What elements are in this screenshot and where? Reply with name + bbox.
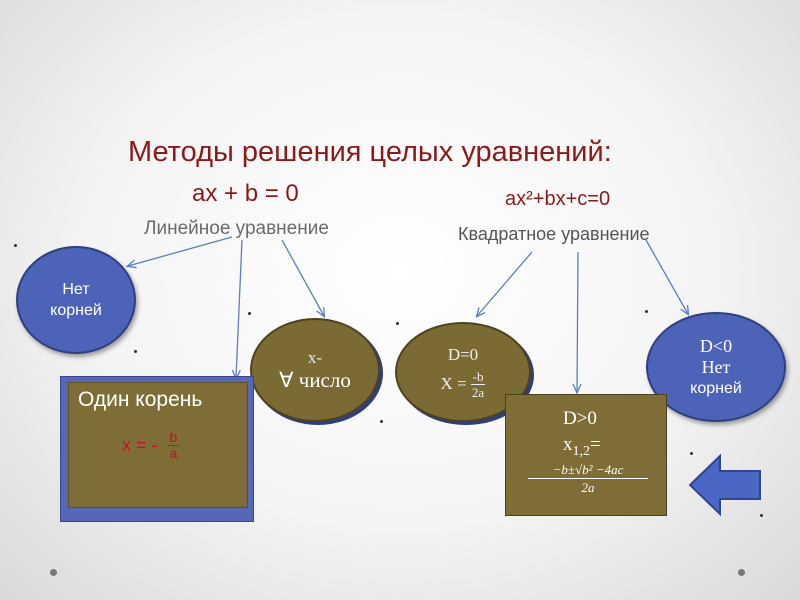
d-zero-numerator: -b (470, 368, 486, 385)
d-negative-line3: корней (690, 379, 742, 397)
corner-dot-left (50, 569, 57, 576)
d-zero-denominator: 2a (471, 384, 485, 400)
any-number-ellipse: x- ∀ число (250, 318, 380, 422)
d-positive-x-label: x1,2= (563, 434, 601, 460)
corner-dot-right (738, 569, 745, 576)
decorative-dot (645, 310, 648, 313)
any-number-line2: ∀ число (279, 367, 351, 392)
no-roots-ellipse: Нет корней (16, 246, 136, 354)
decorative-dot (760, 514, 763, 517)
page-title: Методы решения целых уравнений: (128, 136, 612, 168)
arrow-to-no-roots (128, 236, 233, 266)
arrow-to-d-negative (645, 239, 688, 314)
one-root-box (68, 382, 248, 508)
quadratic-equation-label: Квадратное уравнение (458, 224, 650, 244)
one-root-denominator: a (169, 445, 178, 461)
d-zero-formula: X = -b 2a (441, 369, 486, 400)
d-zero-formula-prefix: X = (440, 374, 467, 393)
d-zero-ellipse: D=0 X = -b 2a (395, 322, 531, 422)
d-positive-numerator: −b±√b² −4ac (528, 462, 648, 479)
arrow-to-one-root (236, 239, 243, 378)
decorative-dot (396, 322, 399, 325)
d-positive-x-subscript: 1,2 (572, 443, 591, 459)
one-root-title: Один корень (78, 388, 203, 411)
decorative-dot (380, 420, 383, 423)
d-positive-condition: D>0 (563, 408, 597, 429)
d-negative-condition: D<0 (699, 335, 733, 356)
decorative-dot (248, 312, 251, 315)
d-negative-line2: Нет (701, 356, 731, 377)
d-zero-fraction: -b 2a (470, 368, 486, 400)
decorative-dot (14, 244, 17, 247)
linear-equation: ax + b = 0 (192, 180, 299, 207)
d-zero-condition: D=0 (447, 344, 479, 364)
d-negative-ellipse: D<0 Нет корней (646, 312, 786, 422)
d-positive-equals: = (590, 434, 601, 455)
arrow-to-d-zero (477, 251, 533, 316)
no-roots-line1: Нет (62, 281, 90, 298)
d-positive-x: x (563, 434, 573, 455)
left-arrow-icon (688, 453, 761, 517)
no-roots-line2: корней (50, 302, 102, 319)
one-root-formula: x = - b a (122, 429, 180, 461)
quadratic-equation: ax²+bx+c=0 (505, 188, 611, 210)
decorative-dot (690, 452, 693, 455)
one-root-numerator: b (167, 429, 180, 446)
d-positive-denominator: 2a (581, 480, 595, 495)
arrow-to-d-positive (577, 251, 578, 392)
d-positive-box (505, 394, 667, 516)
one-root-fraction: b a (167, 429, 180, 461)
d-positive-fraction: −b±√b² −4ac 2a (528, 462, 648, 497)
linear-equation-label: Линейное уравнение (144, 218, 329, 239)
decorative-dot (134, 350, 137, 353)
one-root-formula-prefix: x = - (122, 435, 158, 455)
any-number-line1: x- (307, 347, 323, 367)
arrow-to-any-number (281, 239, 324, 316)
